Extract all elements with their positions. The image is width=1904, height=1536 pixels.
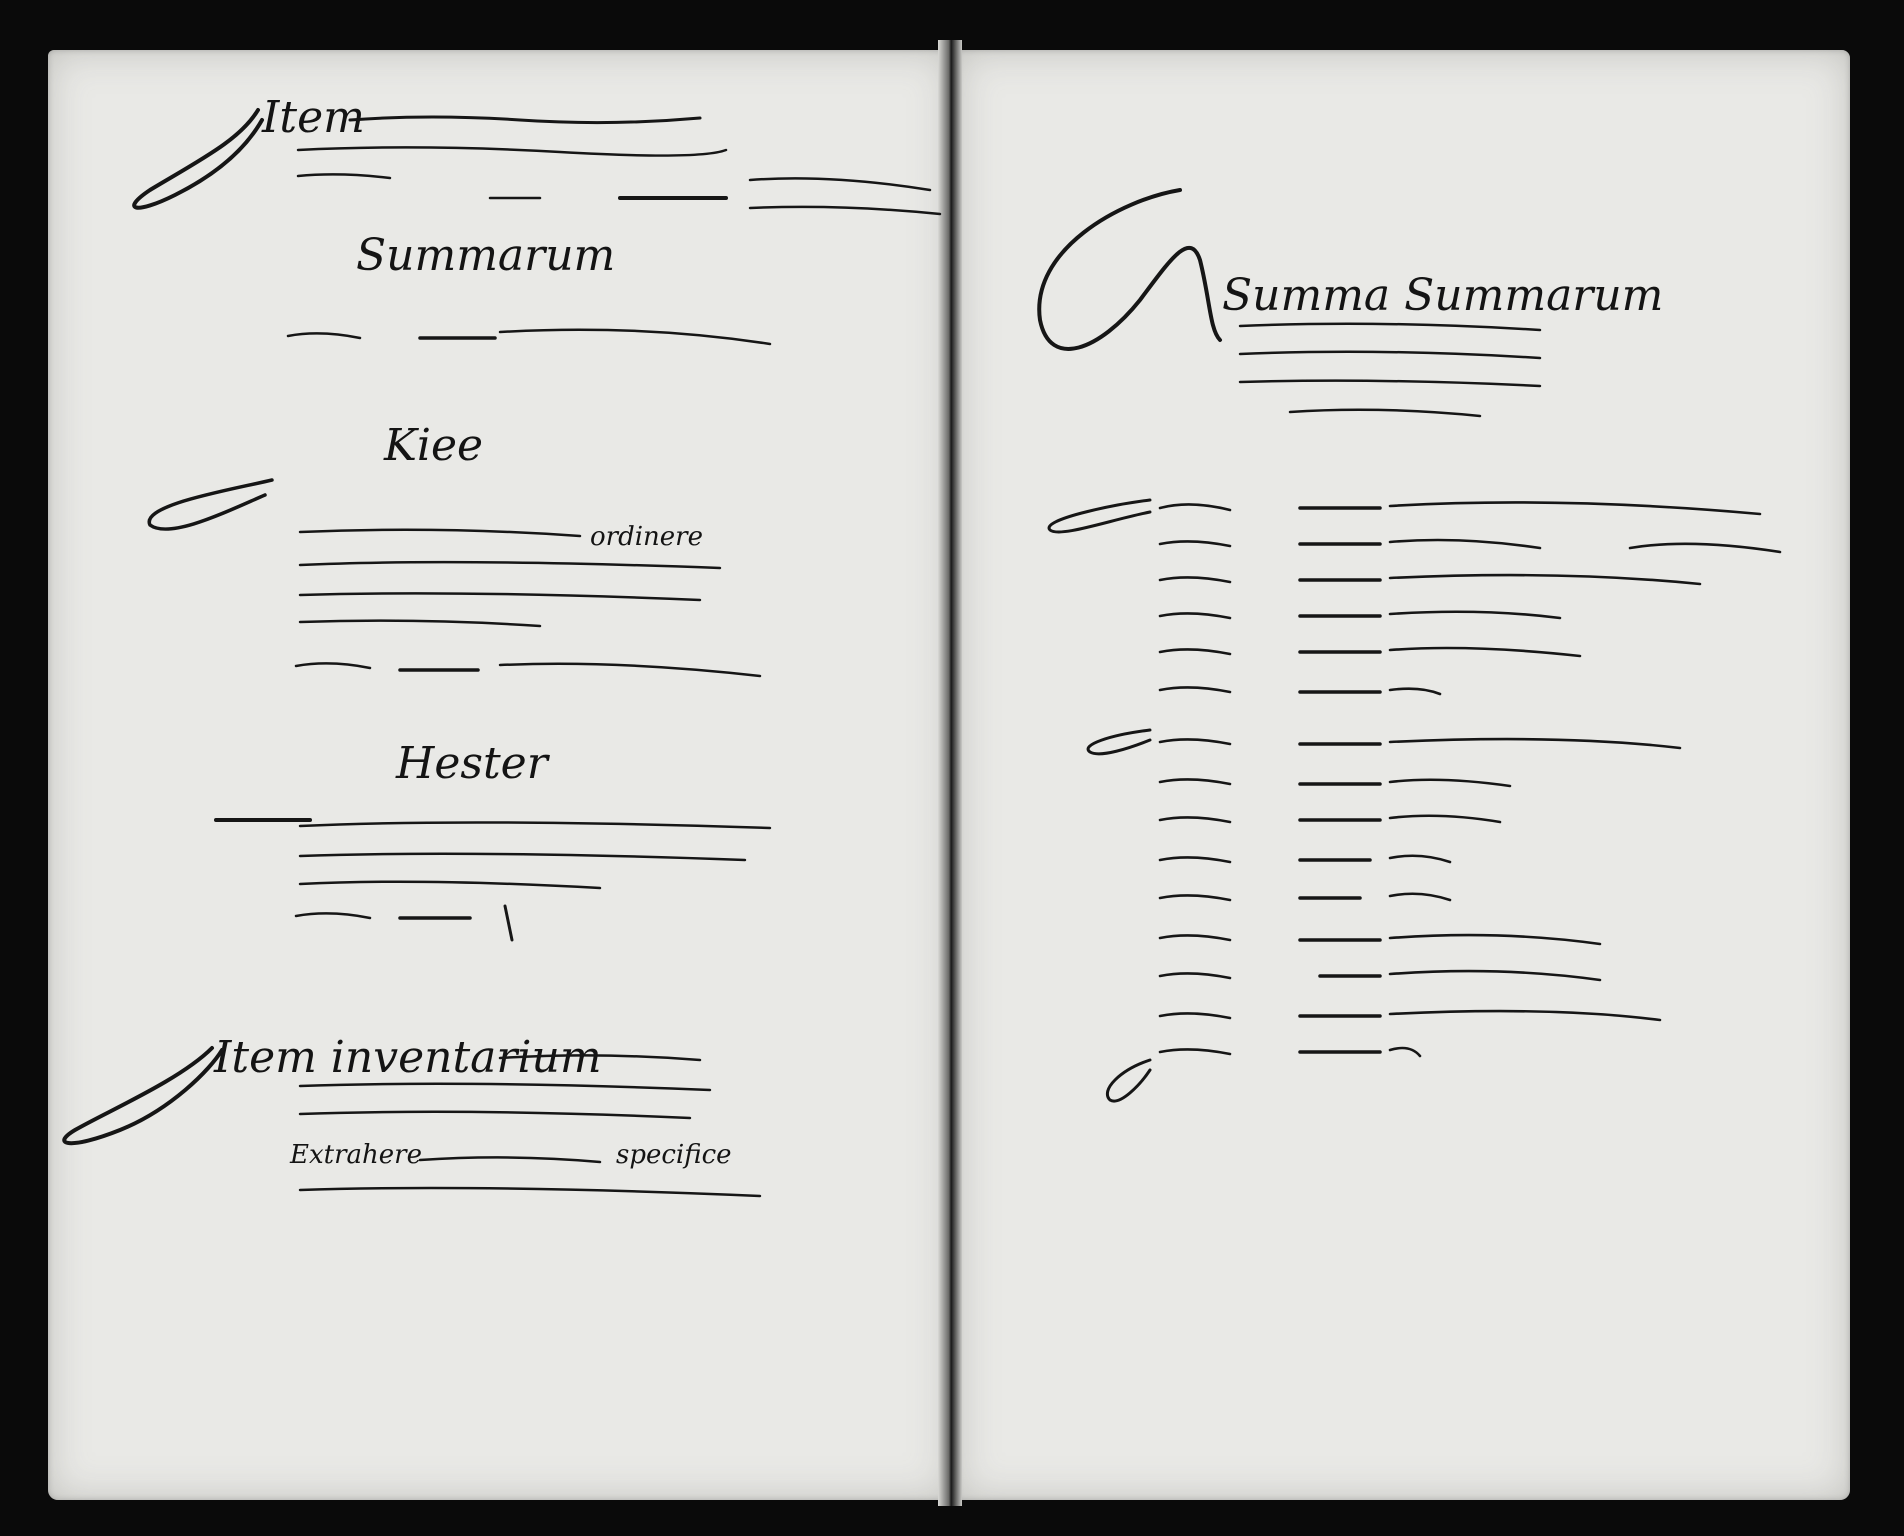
book-gutter [938,40,962,1506]
right-summa-title: Summa Summarum [1222,270,1664,321]
left-summarum-heading: Summarum [356,230,616,281]
left-specifice-word: specifice [616,1140,732,1170]
right-page [958,50,1850,1500]
left-item-inventarium: Item inventarium [214,1032,602,1083]
left-item-heading: Item [262,92,365,143]
left-ordinere-word: ordinere [590,522,703,552]
left-page [48,50,950,1500]
left-hester-heading: Hester [396,738,548,789]
left-kiee-heading: Kiee [384,420,484,471]
left-extrahere-word: Extrahere [290,1140,422,1170]
